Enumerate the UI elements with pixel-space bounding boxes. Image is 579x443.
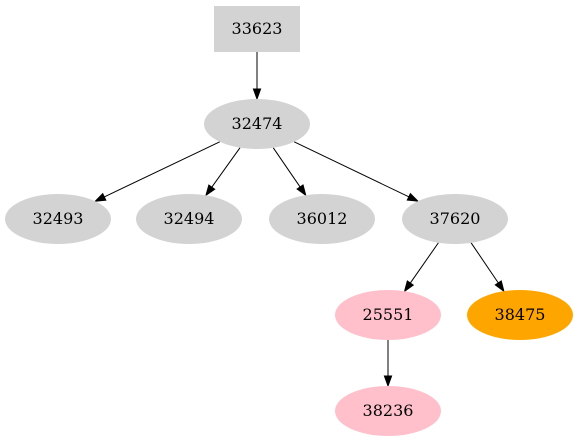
node-label: 25551 — [363, 305, 414, 324]
edge-line — [272, 147, 301, 188]
node-33623: 33623 — [214, 6, 300, 52]
node-38475: 38475 — [467, 290, 573, 340]
nodes-layer: 33623 32474 32493 32494 36012 37620 25551 38475… — [5, 6, 573, 436]
edge-25551-38236 — [383, 340, 393, 388]
node-ellipse — [204, 99, 310, 149]
node-label: 37620 — [430, 209, 481, 228]
node-32474: 32474 — [204, 99, 310, 149]
edge-33623-32474 — [252, 52, 262, 101]
edge-line — [211, 147, 241, 188]
arrowhead-icon — [383, 375, 393, 388]
node-37620: 37620 — [402, 194, 508, 244]
node-32493: 32493 — [5, 194, 111, 244]
node-32494: 32494 — [136, 194, 242, 244]
edges-layer — [93, 52, 505, 388]
edge-32474-36012 — [272, 147, 307, 197]
node-label: 36012 — [297, 209, 348, 228]
node-ellipse — [269, 194, 375, 244]
node-36012: 36012 — [269, 194, 375, 244]
node-ellipse — [136, 194, 242, 244]
edge-line — [409, 242, 439, 284]
node-label: 33623 — [232, 19, 283, 38]
node-38236: 38236 — [335, 386, 441, 436]
node-box — [214, 6, 300, 52]
arrowhead-icon — [93, 192, 107, 202]
arrowhead-icon — [406, 192, 420, 202]
node-label: 32494 — [164, 209, 215, 228]
node-label: 38236 — [363, 401, 414, 420]
arrowhead-icon — [296, 184, 307, 197]
node-ellipse — [335, 290, 441, 340]
edge-line — [104, 141, 220, 198]
arrowhead-icon — [205, 184, 216, 197]
edge-37620-25551 — [403, 242, 439, 293]
edge-37620-38475 — [470, 242, 505, 293]
node-ellipse — [402, 194, 508, 244]
node-label: 32493 — [33, 209, 84, 228]
edge-line — [470, 242, 499, 284]
edge-32474-32493 — [93, 141, 220, 202]
node-ellipse — [5, 194, 111, 244]
arrowhead-icon — [494, 280, 505, 293]
node-ellipse — [467, 290, 573, 340]
node-label: 32474 — [232, 114, 283, 133]
node-25551: 25551 — [335, 290, 441, 340]
edge-32474-37620 — [293, 141, 420, 202]
edge-32474-32494 — [205, 147, 241, 197]
edge-line — [293, 141, 410, 198]
node-ellipse — [335, 386, 441, 436]
arrowhead-icon — [252, 88, 262, 101]
node-label: 38475 — [495, 305, 546, 324]
arrowhead-icon — [403, 280, 415, 293]
